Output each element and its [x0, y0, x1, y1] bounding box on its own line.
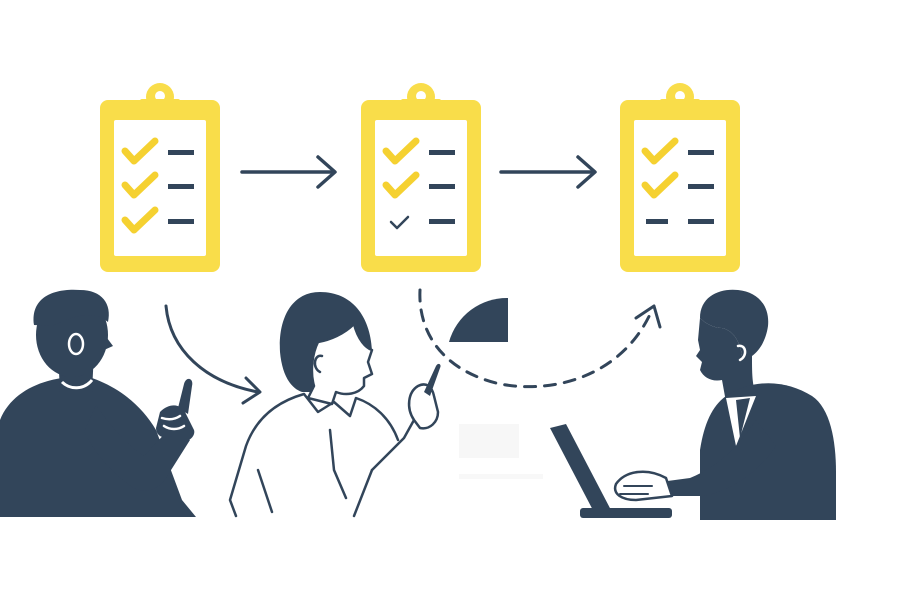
checklist-line [429, 219, 455, 224]
arrow-right-icon [240, 155, 337, 189]
checklist-line [688, 150, 714, 155]
check-icon [389, 215, 410, 230]
checklist-line [168, 219, 194, 224]
clipboard-step-3 [620, 83, 740, 272]
person-man-at-laptop [550, 289, 836, 520]
clipboard-step-2 [361, 83, 481, 272]
laptop-icon [550, 424, 672, 518]
check-icon [121, 171, 159, 199]
pie-segment-icon [449, 297, 508, 342]
placeholder-card [459, 424, 543, 479]
check-icon [121, 137, 159, 165]
check-icon [641, 171, 679, 199]
pending-dash [646, 219, 668, 224]
checklist-line [168, 184, 194, 189]
checklist-line [688, 219, 714, 224]
check-icon [382, 137, 420, 165]
clipboard-icon [361, 83, 481, 272]
check-icon [641, 137, 679, 165]
checklist-line [168, 150, 194, 155]
person-man-pointing [0, 289, 196, 517]
check-icon [121, 206, 159, 234]
clipboard-step-1 [100, 83, 220, 272]
arrow-right-icon [499, 155, 597, 189]
checklist-line [688, 184, 714, 189]
checklist-line [429, 150, 455, 155]
check-icon [382, 171, 420, 199]
person-woman-with-pen [228, 292, 441, 518]
curved-arrow-icon [418, 288, 662, 389]
curved-arrow-icon [164, 304, 262, 405]
checklist-line [429, 184, 455, 189]
clipboard-icon [100, 83, 220, 272]
clipboard-icon [620, 83, 740, 272]
